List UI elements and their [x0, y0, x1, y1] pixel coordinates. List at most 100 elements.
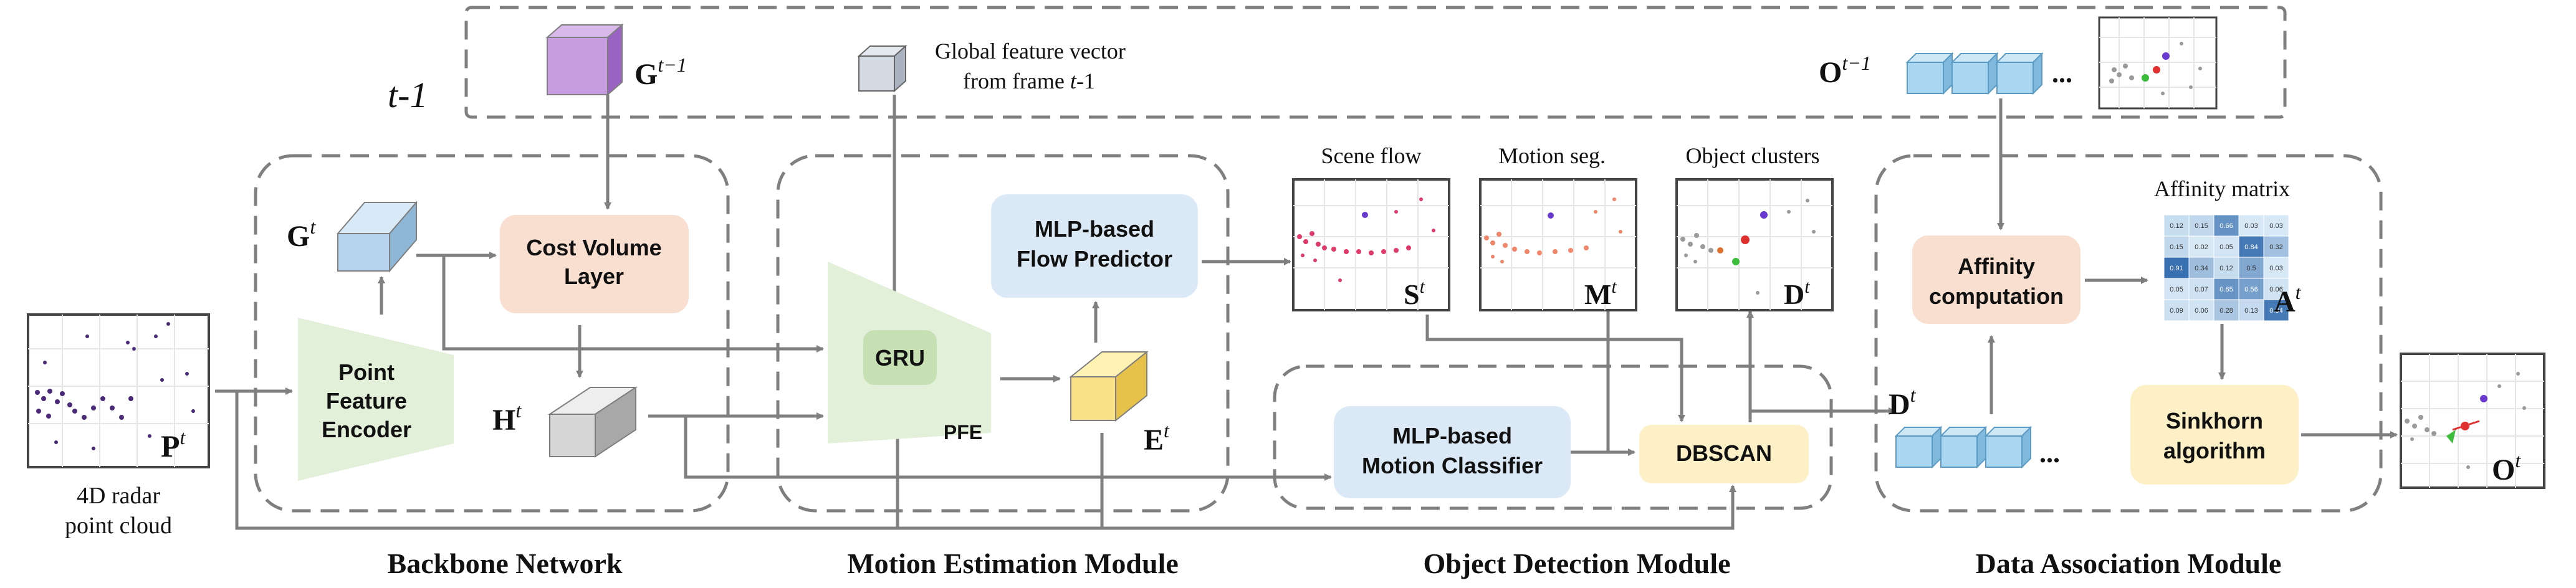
affinity-cell [2263, 235, 2289, 258]
affinity-cell-value: 0.84 [2244, 244, 2258, 251]
d-t-label-association: Dt [1889, 384, 1917, 421]
affinity-cell [2238, 299, 2264, 321]
gru-box [863, 330, 937, 385]
p-label: Pt [161, 426, 186, 463]
cost-volume-layer [500, 215, 689, 313]
global-vector-label-2: from frame t-1 [963, 69, 1095, 93]
global-vector-label-1: Global feature vector [935, 39, 1126, 64]
flow-predictor [991, 194, 1198, 298]
scene-flow-title: Scene flow [1321, 143, 1422, 168]
o-t-label: Ot [2492, 449, 2521, 486]
affinity-cell-value: 0.15 [2195, 222, 2208, 230]
affinity-cell-value: 0.32 [2269, 244, 2282, 251]
affinity-cell-value: 0.15 [2170, 244, 2183, 251]
affinity-cell [2263, 214, 2289, 237]
g-t-cube [336, 201, 418, 273]
backbone-title: Backbone Network [388, 548, 623, 579]
association-box [1874, 154, 2383, 513]
affinity-cell-value: 0.06 [2269, 286, 2282, 293]
affinity-cell-value: 0.34 [2195, 265, 2208, 272]
flow-predictor-label-1: MLP-based [1035, 216, 1154, 242]
affinity-cell-value: 0.91 [2170, 265, 2183, 272]
object-clusters-title: Object clusters [1686, 143, 1820, 168]
affinity-cell [2163, 299, 2190, 321]
motion-seg-plot [1479, 178, 1637, 311]
g-t-label: Gt [287, 216, 316, 253]
o-t-thumbnail [2400, 353, 2545, 489]
dbscan-box [1639, 425, 1809, 483]
flow-predictor-label-2: Flow Predictor [1017, 246, 1172, 272]
global-vector-cube [857, 44, 907, 93]
s-t-label: St [1404, 277, 1425, 310]
affinity-cell-value: 0.12 [2219, 265, 2233, 272]
h-t-cube [547, 386, 638, 458]
affinity-cell [2263, 299, 2289, 321]
o-prev-cubes [1905, 52, 2044, 95]
affinity-computation [1912, 235, 2080, 324]
affinity-cell-value: 0.09 [2170, 307, 2183, 315]
detection-box [1273, 364, 1833, 510]
affinity-cell-value: 0.13 [2244, 307, 2258, 315]
d-t-label-detection: Dt [1784, 277, 1810, 310]
affinity-cell-value: 0.03 [2269, 265, 2282, 272]
affinity-cell-value: 0.03 [2244, 222, 2258, 230]
motion-box [776, 154, 1230, 513]
cost-volume-label-2: Layer [564, 263, 624, 289]
motion-classifier-label-2: Motion Classifier [1362, 453, 1543, 478]
affinity-cell [2188, 299, 2214, 321]
affinity-cell-value: 0.28 [2219, 307, 2233, 315]
sinkhorn-algorithm [2130, 385, 2299, 485]
pfe-label: PFE [944, 421, 982, 443]
affinity-cell-value: 0.03 [2269, 222, 2282, 230]
encoder-label-1: Point [338, 359, 395, 385]
motion-seg-title: Motion seg. [1498, 143, 1606, 168]
motion-classifier [1334, 406, 1571, 498]
affinity-cell [2213, 299, 2239, 321]
affinity-cell-value: 0.05 [2170, 286, 2183, 293]
sinkhorn-label-1: Sinkhorn [2166, 408, 2263, 434]
o-prev-thumbnail [2098, 16, 2218, 110]
affinity-cell [2238, 278, 2264, 300]
e-t-label: Et [1144, 419, 1170, 457]
d-t-cubes [1894, 425, 2033, 469]
g-prev-label: Gt−1 [634, 54, 687, 91]
t-minus-1-label: t-1 [388, 75, 428, 115]
affinity-cell-value: 0.66 [2219, 222, 2233, 230]
connections [215, 95, 2398, 530]
input-caption-2: point cloud [65, 513, 172, 539]
backbone-box [254, 154, 730, 513]
o-prev-label: Ot−1 [1819, 52, 1871, 89]
affinity-cell-value: 0.12 [2170, 222, 2183, 230]
affinity-cell [2188, 257, 2214, 279]
h-t-label: Ht [492, 399, 522, 437]
affinity-cell [2263, 257, 2289, 279]
prev-frame-box [464, 6, 2287, 119]
m-t-label: Mt [1584, 277, 1617, 310]
affinity-cell-value: 0.02 [2195, 244, 2208, 251]
affinity-cell [2188, 214, 2214, 237]
dbscan-label: DBSCAN [1676, 440, 1772, 466]
e-t-cube [1069, 350, 1149, 422]
affinity-cell-value: 0.07 [2195, 286, 2208, 293]
a-t-label: At [2274, 281, 2302, 318]
o-prev-ellipsis: ... [2052, 58, 2072, 88]
affinity-cell [2163, 278, 2190, 300]
input-point-cloud [27, 313, 210, 468]
affinity-cell [2213, 257, 2239, 279]
g-prev-cube [545, 23, 624, 97]
sinkhorn-label-2: algorithm [2163, 438, 2266, 463]
encoder-label-2: Feature [326, 388, 407, 414]
affinity-cell [2238, 257, 2264, 279]
affinity-computation-label-1: Affinity [1958, 254, 2035, 279]
affinity-cell [2238, 214, 2264, 237]
affinity-cell [2188, 278, 2214, 300]
object-clusters-plot [1675, 178, 1834, 311]
detection-title: Object Detection Module [1423, 548, 1730, 579]
motion-title: Motion Estimation Module [847, 548, 1179, 579]
affinity-matrix: 0.12 0.15 0.66 0.03 0.03 0.15 0.02 0.05 0.84 0.32… [2163, 214, 2289, 321]
point-feature-encoder [298, 318, 454, 481]
input-caption-1: 4D radar [77, 483, 160, 509]
affinity-cell-value: 0.84 [2269, 307, 2282, 315]
association-title: Data Association Module [1976, 548, 2282, 579]
